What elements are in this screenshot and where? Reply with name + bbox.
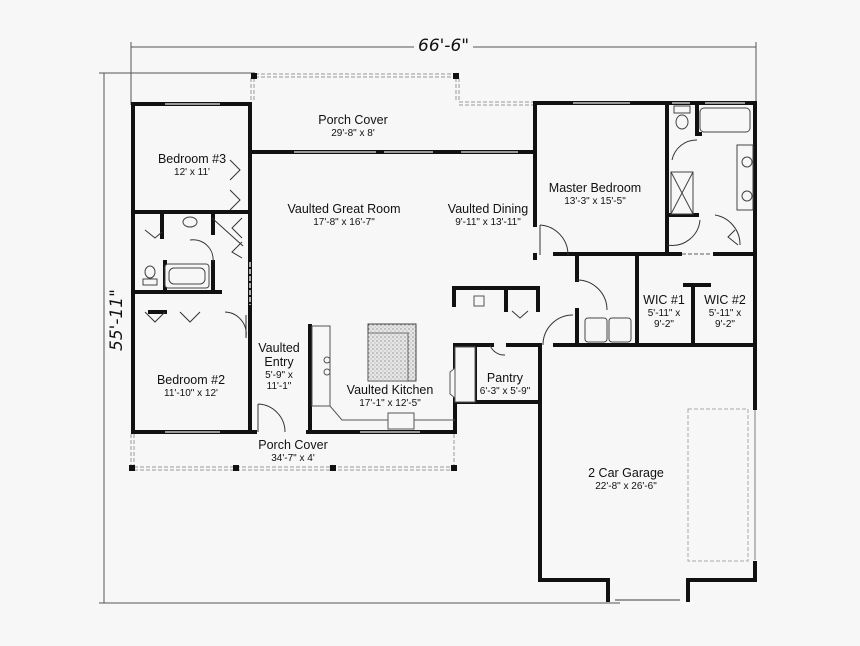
room-porch-cover-top: Porch Cover 29'-8" x 8' bbox=[318, 113, 388, 139]
porch-posts bbox=[129, 73, 459, 471]
room-dimensions: 12' x 11' bbox=[174, 166, 210, 178]
room-dimensions: 5'-11" x bbox=[647, 307, 681, 319]
room-dimensions: 5'-9" x bbox=[265, 369, 293, 381]
room-dimensions: 9'-11" x 13'-11" bbox=[455, 216, 521, 228]
room-porch-cover-bottom: Porch Cover 34'-7" x 4' bbox=[258, 438, 328, 464]
overall-depth-dimension: 55'-11" bbox=[106, 285, 127, 355]
overall-width-dimension: 66'-6" bbox=[414, 36, 474, 56]
room-dimensions: 6'-3" x 5'-9" bbox=[479, 385, 531, 397]
room-bedroom-3: Bedroom #3 12' x 11' bbox=[157, 152, 227, 178]
room-name: 2 Car Garage bbox=[588, 466, 664, 480]
room-dimensions: 29'-8" x 8' bbox=[331, 127, 375, 139]
room-vaulted-entry: Vaulted Entry 5'-9" x 11'-1" bbox=[258, 341, 300, 392]
room-dimensions: 9'-2" bbox=[715, 318, 735, 330]
windows bbox=[165, 102, 756, 601]
room-dimensions: 22'-8" x 26'-6" bbox=[595, 480, 657, 492]
room-wic-2: WIC #2 5'-11" x 9'-2" bbox=[704, 293, 746, 330]
room-vaulted-great-room: Vaulted Great Room 17'-8" x 16'-7" bbox=[287, 202, 401, 228]
room-dimensions: 17'-8" x 16'-7" bbox=[313, 216, 375, 228]
room-dimensions: 13'-3" x 15'-5" bbox=[564, 195, 626, 207]
room-dimensions: 34'-7" x 4' bbox=[271, 452, 315, 464]
room-dimensions: 9'-2" bbox=[654, 318, 674, 330]
room-name: WIC #2 bbox=[704, 293, 746, 307]
door-swings bbox=[144, 139, 741, 433]
room-bedroom-2: Bedroom #2 11'-10" x 12' bbox=[156, 373, 226, 399]
room-name: Bedroom #3 bbox=[157, 152, 227, 166]
room-dimensions: 5'-11" x bbox=[708, 307, 742, 319]
room-name: WIC #1 bbox=[643, 293, 685, 307]
room-name: Vaulted Kitchen bbox=[346, 383, 434, 397]
walls bbox=[131, 101, 757, 602]
room-name: Bedroom #2 bbox=[156, 373, 226, 387]
room-name: Entry bbox=[264, 354, 294, 369]
room-name: Pantry bbox=[486, 371, 524, 385]
room-2-car-garage: 2 Car Garage 22'-8" x 26'-6" bbox=[588, 466, 664, 492]
porch-outlines bbox=[130, 73, 749, 562]
room-dimensions: 11'-10" x 12' bbox=[164, 387, 218, 399]
kitchen-fixtures bbox=[311, 295, 485, 430]
room-name: Porch Cover bbox=[318, 113, 388, 127]
room-wic-1: WIC #1 5'-11" x 9'-2" bbox=[643, 293, 685, 330]
room-name: Vaulted bbox=[258, 341, 300, 355]
room-vaulted-dining: Vaulted Dining 9'-11" x 13'-11" bbox=[447, 202, 529, 228]
room-vaulted-kitchen: Vaulted Kitchen 17'-1" x 12'-5" bbox=[346, 383, 434, 409]
room-name: Vaulted Great Room bbox=[287, 202, 401, 216]
room-name: Master Bedroom bbox=[548, 181, 642, 195]
room-master-bedroom: Master Bedroom 13'-3" x 15'-5" bbox=[548, 181, 642, 207]
room-dimensions: 17'-1" x 12'-5" bbox=[359, 397, 421, 409]
room-pantry: Pantry 6'-3" x 5'-9" bbox=[479, 371, 531, 397]
room-dimensions: 11'-1" bbox=[266, 380, 292, 392]
bath-fixtures bbox=[142, 105, 754, 343]
room-name: Vaulted Dining bbox=[447, 202, 529, 216]
room-name: Porch Cover bbox=[258, 438, 328, 452]
